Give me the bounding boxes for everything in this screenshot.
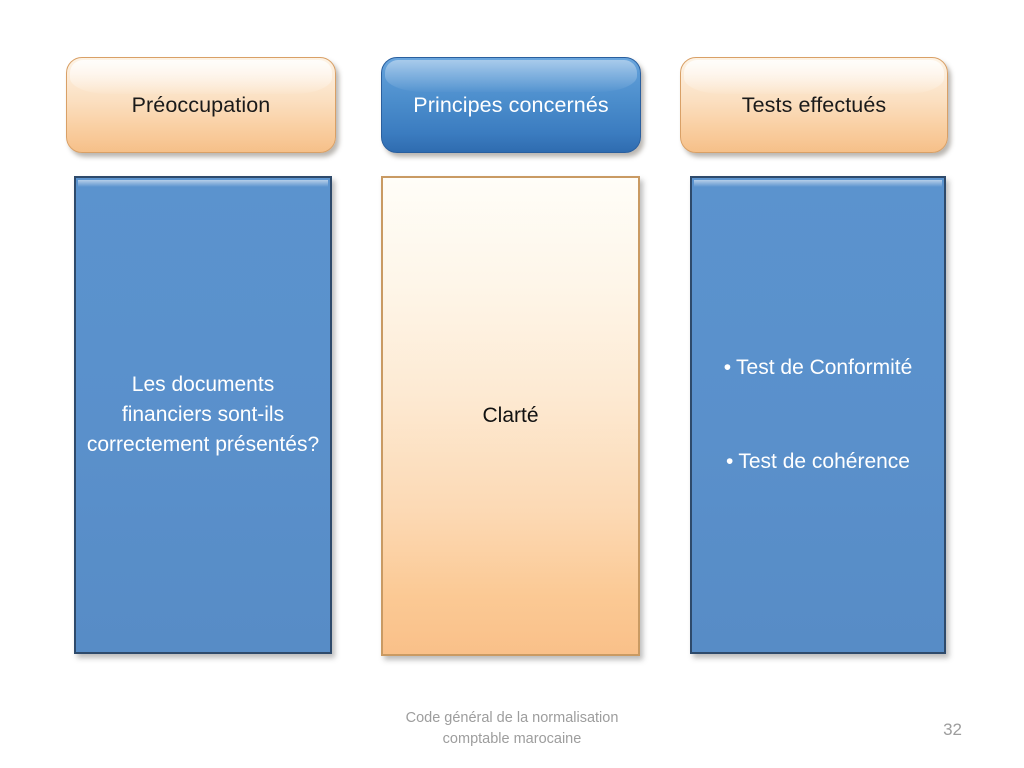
header-row: Préoccupation Principes concernés Tests … <box>0 57 1024 159</box>
footer-line-1: Code général de la normalisation <box>405 710 619 726</box>
bullet-icon: • <box>723 356 732 379</box>
list-item-label: Test de Conformité <box>736 356 913 379</box>
column-body-preoccupation[interactable]: Les documents financiers sont-ils correc… <box>74 176 332 654</box>
footer-line-2: comptable marocaine <box>442 731 582 748</box>
column-header-label: Principes concernés <box>413 92 609 117</box>
column-body-text: Clarté <box>482 404 539 428</box>
list-item[interactable]: •Test de cohérence <box>700 450 936 474</box>
column-header-label: Tests effectués <box>741 92 887 117</box>
column-header-label: Préoccupation <box>131 92 271 117</box>
column-header-tests[interactable]: Tests effectués <box>680 57 948 153</box>
list-item-label: Test de cohérence <box>738 450 910 473</box>
column-body-principes[interactable]: Clarté <box>381 176 640 656</box>
column-body-tests[interactable]: •Test de Conformité •Test de cohérence <box>690 176 946 654</box>
body-row: Les documents financiers sont-ils correc… <box>0 176 1024 656</box>
column-header-preoccupation[interactable]: Préoccupation <box>66 57 336 153</box>
slide-footer: Code général de la normalisation comptab… <box>0 708 1024 750</box>
bullet-icon: • <box>726 450 734 473</box>
column-body-text: Les documents financiers sont-ils correc… <box>86 373 320 456</box>
test-bullet-list: •Test de Conformité •Test de cohérence <box>692 356 944 474</box>
page-number: 32 <box>943 720 962 739</box>
column-header-principes[interactable]: Principes concernés <box>381 57 641 153</box>
list-item[interactable]: •Test de Conformité <box>700 356 936 380</box>
